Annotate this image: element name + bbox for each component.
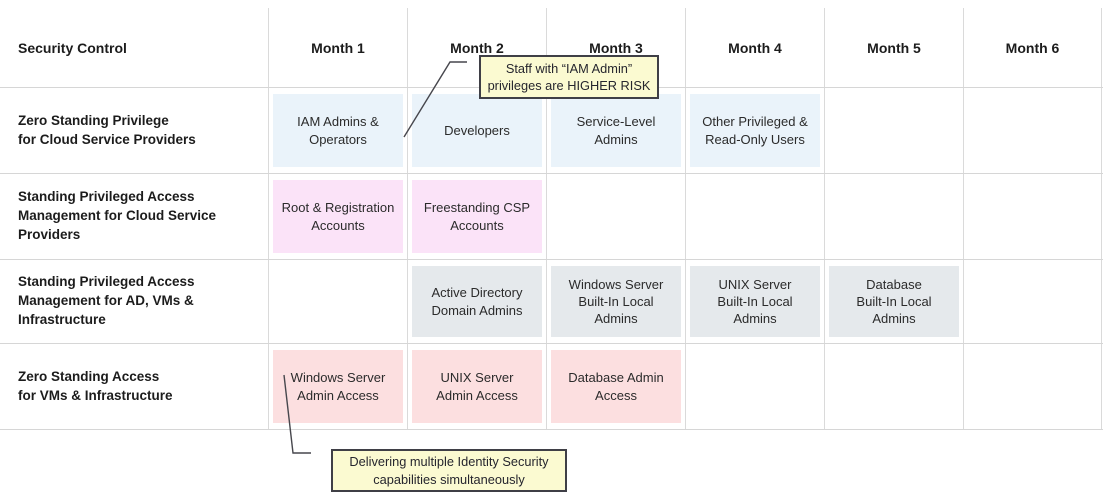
roadmap-cell-windows-builtin-local-admins: Windows Server Built-In Local Admins: [551, 266, 681, 337]
roadmap-cell-unix-admin-access: UNIX Server Admin Access: [412, 350, 542, 423]
header-month-4: Month 4: [685, 8, 824, 87]
table-header-row: Security Control Month 1 Month 2 Month 3…: [0, 8, 1103, 88]
roadmap-cell-root-registration-accounts: Root & Registration Accounts: [273, 180, 403, 253]
roadmap-cell-developers: Developers: [412, 94, 542, 167]
roadmap-cell-service-level-admins: Service-Level Admins: [551, 94, 681, 167]
table-row-zero-standing-access-vms: Zero Standing Access for VMs & Infrastru…: [0, 344, 1103, 430]
empty-cell: [685, 344, 824, 429]
header-month-6: Month 6: [963, 8, 1102, 87]
empty-cell: [963, 88, 1102, 173]
empty-cell: [824, 344, 963, 429]
empty-cell: [824, 174, 963, 259]
roadmap-cell-freestanding-csp-accounts: Freestanding CSP Accounts: [412, 180, 542, 253]
empty-cell: [963, 174, 1102, 259]
row-label-cell: Zero Standing Access for VMs & Infrastru…: [0, 344, 268, 429]
roadmap-cell-database-admin-access: Database Admin Access: [551, 350, 681, 423]
callout-multiple-capabilities: Delivering multiple Identity Security ca…: [331, 449, 567, 492]
roadmap-cell-database-builtin-local-admins: Database Built-In Local Admins: [829, 266, 959, 337]
roadmap-cell-windows-admin-access: Windows Server Admin Access: [273, 350, 403, 423]
header-month-2: Month 2: [407, 8, 546, 87]
empty-cell: [963, 344, 1102, 429]
row-label: Zero Standing Privilege for Cloud Servic…: [18, 112, 196, 147]
roadmap-cell-iam-admins-operators: IAM Admins & Operators: [273, 94, 403, 167]
row-label: Standing Privileged Access Management fo…: [18, 274, 195, 327]
table-row-zero-standing-privilege-csp: Zero Standing Privilege for Cloud Servic…: [0, 88, 1103, 174]
header-month-5: Month 5: [824, 8, 963, 87]
security-control-header-label: Security Control: [18, 39, 127, 56]
empty-cell: [824, 88, 963, 173]
row-label: Standing Privileged Access Management fo…: [18, 189, 217, 242]
row-label-cell: Standing Privileged Access Management fo…: [0, 174, 268, 259]
header-security-control: Security Control: [0, 8, 268, 87]
table-row-standing-pam-csp: Standing Privileged Access Management fo…: [0, 174, 1103, 260]
roadmap-cell-unix-builtin-local-admins: UNIX Server Built-In Local Admins: [690, 266, 820, 337]
row-label-cell: Zero Standing Privilege for Cloud Servic…: [0, 88, 268, 173]
empty-cell: [685, 174, 824, 259]
empty-cell: [963, 260, 1102, 343]
table-row-standing-pam-ad-vms: Standing Privileged Access Management fo…: [0, 260, 1103, 344]
roadmap-table: Security Control Month 1 Month 2 Month 3…: [0, 8, 1103, 430]
row-label: Zero Standing Access for VMs & Infrastru…: [18, 368, 173, 403]
header-month-3: Month 3: [546, 8, 685, 87]
roadmap-cell-ad-domain-admins: Active Directory Domain Admins: [412, 266, 542, 337]
callout-iam-admin-risk: Staff with “IAM Admin” privileges are HI…: [479, 55, 659, 99]
empty-cell: [546, 174, 685, 259]
header-month-1: Month 1: [268, 8, 407, 87]
roadmap-cell-other-privileged-readonly: Other Privileged & Read-Only Users: [690, 94, 820, 167]
row-label-cell: Standing Privileged Access Management fo…: [0, 260, 268, 343]
empty-cell: [268, 260, 407, 343]
